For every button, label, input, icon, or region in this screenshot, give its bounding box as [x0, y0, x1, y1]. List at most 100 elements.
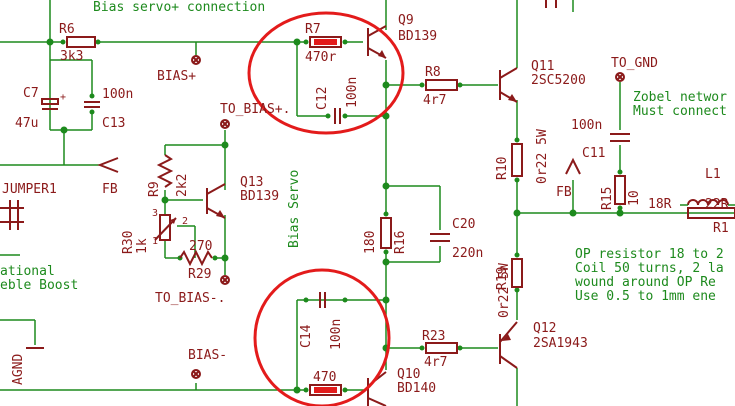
fb-arrow-right [565, 157, 581, 175]
label-jumper1: JUMPER1 [2, 182, 57, 197]
label-must-connect: Must connect [633, 104, 727, 119]
label-c13-value: 100n [102, 87, 133, 102]
label-q9: Q9 [398, 13, 414, 28]
resistor-r19 [511, 258, 523, 288]
label-r6: R6 [59, 22, 75, 37]
label-q12-type: 2SA1943 [533, 336, 588, 351]
label-q11-type: 2SC5200 [531, 73, 586, 88]
label-r30-value: 1k [135, 238, 150, 254]
resistor-r15 [614, 175, 626, 205]
transistor-q12 [499, 321, 518, 369]
label-r29-value: 270 [189, 239, 212, 254]
highlight-ring-upper [247, 11, 405, 135]
label-q13: Q13 [240, 175, 263, 190]
potentiometer-r30 [154, 214, 177, 241]
label-r8: R8 [425, 65, 441, 80]
label-r22: 22R [705, 197, 729, 212]
resistor-r9 [156, 154, 174, 188]
label-r19: R19 [495, 267, 510, 290]
label-eble-boost: eble Boost [0, 278, 78, 293]
label-r16-value: 180 [363, 231, 378, 254]
label-r16: R16 [393, 231, 408, 254]
label-q9-type: BD139 [398, 29, 437, 44]
transistor-q11 [499, 67, 518, 103]
pin-dots [60, 39, 623, 393]
inductor-l1 [687, 199, 729, 206]
connector-bias-plus [191, 55, 201, 65]
svg-text:+: + [60, 92, 66, 103]
resistor-r16 [380, 217, 392, 249]
label-c20-value: 220n [452, 246, 483, 261]
label-bias-minus: BIAS- [188, 348, 227, 363]
label-pot-pin2: 2 [182, 216, 188, 227]
capacitor-c13 [84, 101, 100, 108]
label-r18: 18R [648, 197, 672, 212]
label-fb-left: FB [102, 182, 118, 197]
resistor-r-bottom [309, 384, 342, 396]
label-pot-pin3: 3 [152, 208, 158, 219]
label-q10-type: BD140 [397, 381, 436, 396]
connector-bias-minus [191, 369, 201, 379]
label-c13: C13 [102, 116, 125, 131]
label-r6-value: 3k3 [60, 49, 83, 64]
transistor-q13 [206, 183, 226, 219]
resistor-r8 [425, 79, 458, 91]
label-wound-around: wound around OP Re [575, 275, 716, 290]
label-r23: R23 [422, 329, 445, 344]
label-r29: R29 [188, 267, 211, 282]
label-r15: R15 [600, 187, 615, 210]
label-c14: C14 [299, 324, 314, 348]
label-c20: C20 [452, 217, 475, 232]
label-zobel: Zobel networ [633, 90, 727, 105]
label-fb-right: FB [556, 185, 572, 200]
label-c12-value: 100n [345, 77, 360, 108]
label-to-bias-minus: TO_BIAS-. [155, 291, 225, 306]
label-op-resistor: OP resistor 18 to 2 [575, 247, 724, 262]
label-r10: R10 [495, 157, 510, 180]
label-r23-value: 4r7 [424, 355, 447, 370]
label-r15-value: 10 [627, 190, 642, 206]
highlight-ring-lower [253, 268, 391, 406]
label-r8-value: 4r7 [423, 93, 446, 108]
connector-to-gnd [615, 72, 625, 82]
fb-arrow-left [97, 157, 119, 173]
label-c11-value: 100n [571, 118, 602, 133]
label-c11: C11 [582, 146, 605, 161]
connector-to-bias-plus [220, 119, 230, 129]
resistor-r23 [425, 342, 458, 354]
label-c7-value: 47u [15, 116, 38, 131]
capacitor-c20 [430, 233, 450, 242]
label-r30: R30 [121, 231, 136, 254]
capacitor-c12 [334, 108, 341, 124]
jumper-pins [0, 200, 24, 230]
label-r-bottom-value: 470 [313, 370, 336, 385]
label-bias-servo-plus: Bias servo+ connection [93, 0, 265, 15]
label-ational: ational [0, 264, 55, 279]
resistor-r6 [66, 36, 96, 48]
capacitor-c14 [319, 292, 326, 308]
resistor-r10 [511, 143, 523, 177]
resistor-r7 [309, 36, 342, 48]
label-c14-value: 100n [329, 319, 344, 350]
label-c7: C7 [23, 86, 39, 101]
label-r7: R7 [305, 22, 321, 37]
label-r10-value: 0r22 5W [535, 129, 550, 184]
label-r9-value: 2k2 [175, 174, 190, 197]
label-r1x: R1 [713, 221, 729, 236]
label-to-gnd: TO_GND [611, 56, 658, 71]
label-q11: Q11 [531, 59, 554, 74]
label-r7-value: 470r [305, 50, 336, 65]
label-bias-servo: Bias Servo [287, 170, 302, 248]
label-c12: C12 [315, 87, 330, 110]
label-to-bias-plus: TO_BIAS+. [220, 102, 290, 117]
label-q13-type: BD139 [240, 189, 279, 204]
capacitor-c11 [610, 133, 630, 142]
resistor-r29 [179, 249, 213, 267]
label-r9: R9 [147, 181, 162, 197]
label-bias-plus: BIAS+ [157, 69, 196, 84]
label-l1: L1 [705, 167, 721, 182]
label-pot-pin1: 1 [152, 236, 158, 247]
capacitor-c7: + [41, 92, 66, 110]
